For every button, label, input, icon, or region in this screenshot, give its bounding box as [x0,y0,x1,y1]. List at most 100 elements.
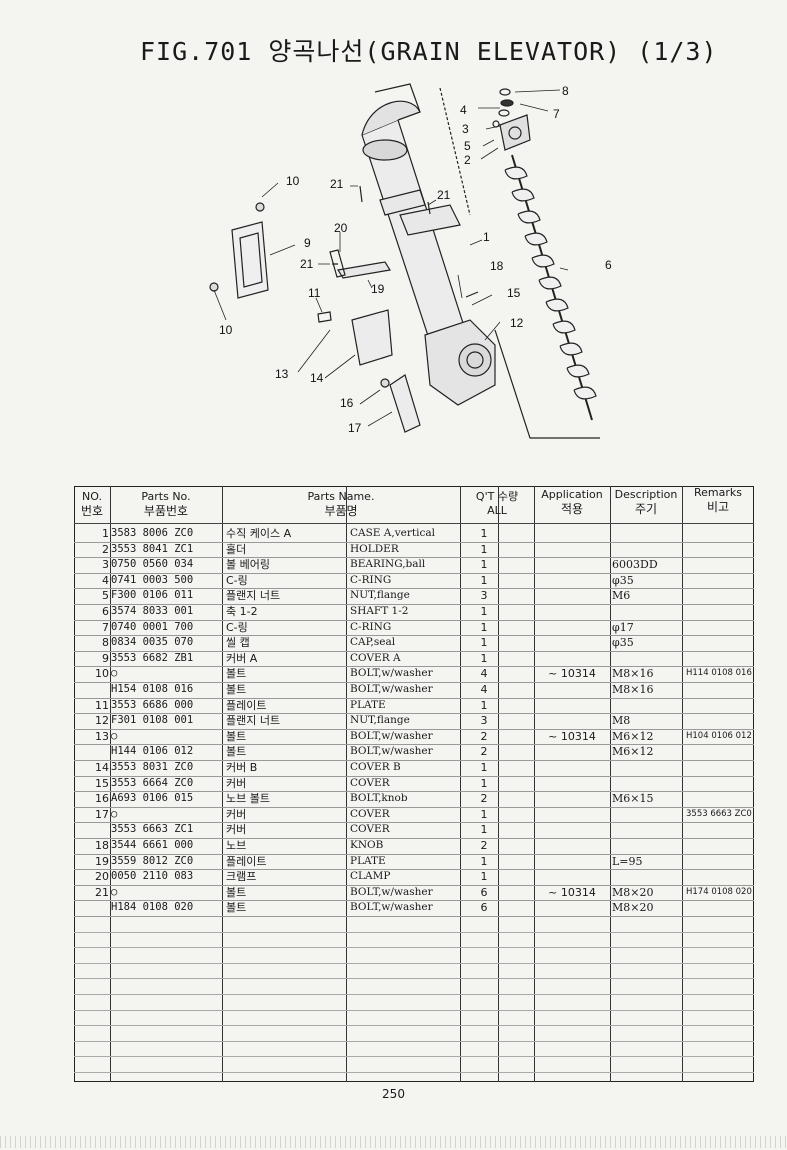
cell-name: BOLT,knob [350,792,408,805]
row-rule [74,744,754,746]
cell-kname: 노브 볼트 [226,792,270,806]
cell-qty: 1 [480,870,488,884]
cell-name: CLAMP [350,870,391,883]
cell-qty: 1 [480,527,488,540]
exploded-parts-diagram: 1 2 3 4 5 6 7 8 9 10 10 11 12 13 14 15 1… [209,83,612,439]
cell-no: 13 [95,729,109,743]
callout: 17 [348,421,362,435]
cell-qty: 1 [480,558,488,572]
cell-kname: 볼트 [226,885,247,899]
cell-qty: 6 [480,901,488,915]
cell-qty: 3 [480,589,488,603]
parts-table: NO.번호 Parts No.부품번호 Parts Name.부품명 Q'T 수… [74,486,754,1082]
cell-qty: 1 [480,854,488,868]
callout: 21 [437,188,451,202]
cell-no: 2 [102,542,109,556]
cell-desc: M6×12 [612,729,654,743]
cell-qty: 1 [480,761,488,774]
cell-name: BOLT,w/washer [350,667,433,680]
cell-desc: φ35 [612,636,634,650]
row-rule [74,619,754,621]
cell-part: 0740 0001 700 [111,620,194,633]
cell-part: F300 0106 011 [111,589,194,602]
spiral-shaft [504,154,597,421]
cell-part: 3559 8012 ZC0 [111,854,194,867]
cell-name: BOLT,w/washer [350,683,433,695]
cell-desc: M8 [612,714,631,728]
callout: 11 [308,286,321,300]
cell-no: 7 [102,620,109,634]
cell-kname: 커버 A [226,651,258,665]
blank-row-rule [74,994,754,995]
cell-qty: 1 [480,542,488,556]
header-part-name: Parts Name.부품명 [307,490,375,518]
cell-name: BOLT,w/washer [350,885,433,898]
cell-name: BOLT,w/washer [350,901,433,914]
cell-no: 19 [95,854,109,868]
cell-kname: 볼트 [226,901,247,915]
cell-part: ○ [111,729,118,742]
row-rule [74,900,754,902]
cell-name: CAP,seal [350,636,396,649]
cell-no: 16 [95,792,109,806]
row-rule [74,791,754,793]
cell-no: 17 [95,807,109,821]
callout: 20 [334,221,348,235]
blank-row-rule [74,947,754,949]
cell-part: 3553 8031 ZC0 [111,761,194,773]
header-no: NO.번호 [80,490,104,518]
cell-name: COVER [350,823,390,836]
row-rule [74,822,754,824]
cell-qty: 3 [480,714,488,728]
cell-name: CASE A,vertical [350,527,435,539]
blank-row-rule [74,962,754,964]
cell-kname: 플랜지 너트 [226,589,281,603]
callout: 16 [340,396,354,410]
cell-no: 8 [102,636,109,650]
cell-part: 3553 6664 ZC0 [111,776,194,789]
cell-no: 5 [102,589,109,603]
cell-part: H154 0108 016 [111,683,194,695]
cell-part: ○ [111,667,118,680]
cell-rem: H114 0108 016 [686,668,752,679]
cell-kname: 커버 B [226,761,258,774]
table-row: H184 0108 020 볼트 BOLT,w/washer 6 M8×20 [74,900,754,916]
cell-no: 18 [95,839,109,852]
cell-name: COVER A [350,651,401,664]
cell-desc: M8×20 [612,901,654,915]
cell-part: 3553 8041 ZC1 [111,542,194,555]
callout-labels: 1 2 3 4 5 6 7 8 9 10 10 11 12 13 14 15 1… [219,84,612,435]
cell-no: 20 [95,870,109,884]
row-rule [74,557,754,559]
cell-no: 12 [95,714,109,728]
cell-name: BOLT,w/washer [350,729,433,742]
cell-name: COVER [350,807,390,820]
cell-kname: 볼트 [226,683,247,696]
cell-desc: M6 [612,589,631,603]
cell-no: 11 [95,698,109,712]
cell-name: BEARING,ball [350,558,426,571]
cell-no: 10 [95,667,109,681]
row-rule [74,760,754,761]
callout: 12 [510,316,524,330]
cell-part: 0750 0560 034 [111,558,194,571]
cell-part: ○ [111,807,118,820]
blank-row-rule [74,1025,754,1027]
cell-no: 4 [102,573,109,587]
blank-row-rule [74,1040,754,1042]
cell-rem: 3553 6663 ZC0 [686,808,752,819]
cell-kname: 플레이트 [226,854,267,868]
cell-part: H184 0108 020 [111,901,194,914]
